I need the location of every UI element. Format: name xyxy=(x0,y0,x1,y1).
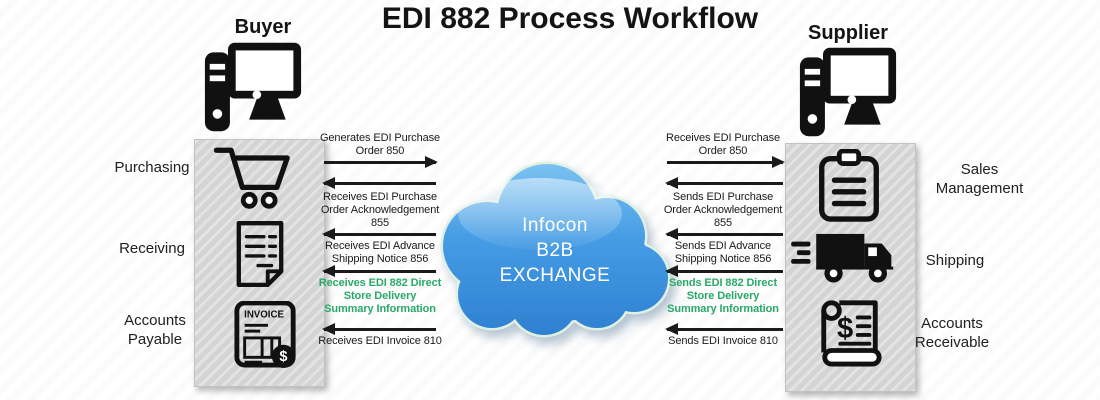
flow-left-850-label: Generates EDI Purchase Order 850 xyxy=(319,132,441,157)
flow-right-856-label: Sends EDI Advance Shipping Notice 856 xyxy=(674,240,772,265)
page-title: EDI 882 Process Workflow xyxy=(381,2,759,35)
flow-right-855-label: Sends EDI Purchase Order Acknowledgement… xyxy=(663,191,783,229)
buyer-label: Buyer xyxy=(234,16,292,38)
flow-right-855-arrow xyxy=(665,177,783,188)
cloud-title: Infocon B2B EXCHANGE xyxy=(455,213,655,288)
flow-left-856-arrow xyxy=(322,228,436,239)
truck-icon xyxy=(791,232,905,289)
b2b-exchange-cloud xyxy=(432,156,677,341)
cloud-line-2: B2B xyxy=(536,240,574,261)
supplier-label: Supplier xyxy=(807,22,888,44)
invoice-icon-label: INVOICE xyxy=(244,310,284,321)
delivery-note-icon xyxy=(233,219,287,294)
receipt-dollar-icon: $ xyxy=(815,296,885,375)
receipt-dollar-glyph: $ xyxy=(837,313,853,345)
dept-accounts-receivable: Accounts Receivable xyxy=(914,315,990,351)
flow-right-856-arrow xyxy=(665,228,783,239)
flow-left-855-label: Receives EDI Purchase Order Acknowledgem… xyxy=(320,191,440,229)
flow-left-850-arrow xyxy=(324,156,438,167)
flow-right-882-arrow xyxy=(665,265,783,276)
flow-right-850-label: Receives EDI Purchase Order 850 xyxy=(665,132,781,157)
clipboard-icon xyxy=(817,148,881,228)
shopping-cart-icon xyxy=(213,142,295,217)
flow-right-882-label: Sends EDI 882 Direct Store Delivery Summ… xyxy=(667,277,779,315)
supplier-computer-icon xyxy=(798,45,898,142)
dept-purchasing: Purchasing xyxy=(114,159,190,176)
dept-shipping: Shipping xyxy=(925,252,985,269)
invoice-dollar-glyph: $ xyxy=(279,349,287,365)
buyer-panel xyxy=(194,139,325,387)
flow-left-855-arrow xyxy=(322,177,436,188)
flow-left-810-arrow xyxy=(322,323,436,334)
dept-receiving: Receiving xyxy=(119,240,185,257)
dept-accounts-payable: Accounts Payable xyxy=(124,312,186,348)
dept-sales-management: Sales Management xyxy=(935,161,1024,197)
flow-left-856-label: Receives EDI Advance Shipping Notice 856 xyxy=(325,240,435,265)
flow-left-810-label: Receives EDI Invoice 810 xyxy=(318,335,442,347)
flow-right-850-arrow xyxy=(667,156,785,167)
flow-right-810-label: Sends EDI Invoice 810 xyxy=(668,335,778,347)
flow-right-810-arrow xyxy=(665,323,783,334)
cloud-line-3: EXCHANGE xyxy=(499,265,611,286)
flow-left-882-label: Receives EDI 882 Direct Store Delivery S… xyxy=(318,277,442,315)
buyer-computer-icon xyxy=(203,40,303,137)
invoice-icon: INVOICE $ xyxy=(233,300,299,374)
flow-left-882-arrow xyxy=(322,265,436,276)
cloud-line-1: Infocon xyxy=(522,215,588,236)
